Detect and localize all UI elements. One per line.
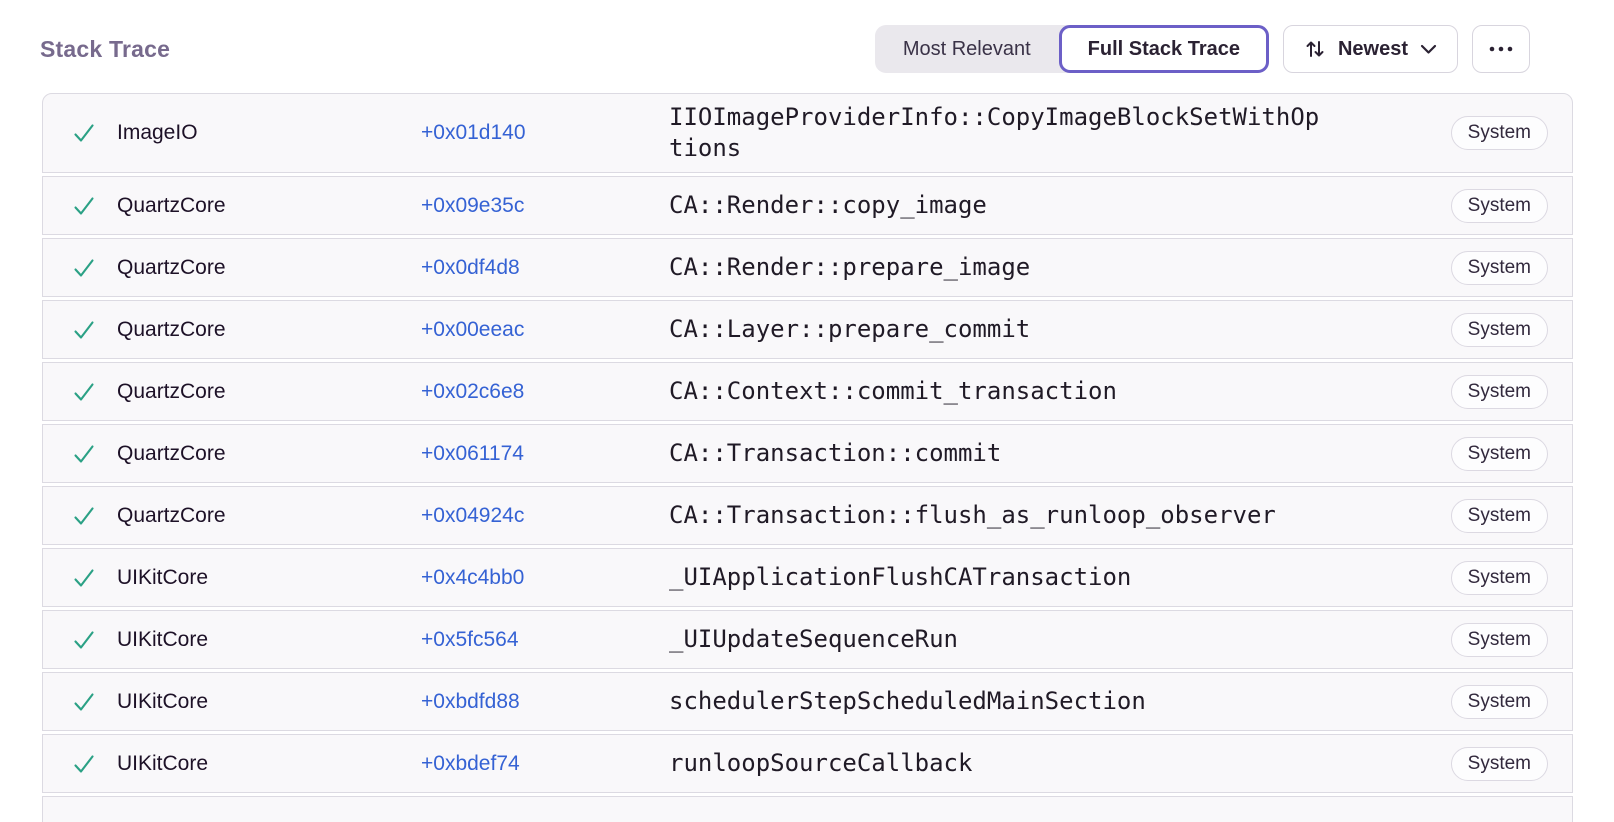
frame-address-link[interactable]: +0x5fc564 <box>421 627 519 651</box>
frame-address-link[interactable]: +0x0df4d8 <box>421 255 520 279</box>
more-options-button[interactable] <box>1472 25 1530 73</box>
frame-function: runloopSourceCallback <box>669 749 973 777</box>
frame-origin-badge: System <box>1450 188 1548 223</box>
check-icon <box>71 503 117 529</box>
chevron-down-icon <box>1420 44 1437 55</box>
frame-address-link[interactable]: +0x4c4bb0 <box>421 565 525 589</box>
sort-arrows-icon <box>1304 38 1326 60</box>
check-icon <box>71 255 117 281</box>
page-title: Stack Trace <box>40 35 171 62</box>
sort-button[interactable]: Newest <box>1282 25 1458 73</box>
table-row[interactable]: QuartzCore +0x09e35c CA::Render::copy_im… <box>42 176 1573 235</box>
frame-address-link[interactable]: +0x09e35c <box>421 193 525 217</box>
frame-origin-badge: System <box>1450 374 1548 409</box>
frame-address-link[interactable]: +0x061174 <box>421 441 524 465</box>
frame-function: _UIUpdateSequenceRun <box>669 625 958 653</box>
frame-module: QuartzCore <box>117 255 226 279</box>
frame-address-link[interactable]: +0x04924c <box>421 503 525 527</box>
frame-address-link[interactable]: +0x00eeac <box>421 317 525 341</box>
table-row[interactable]: UIKitCore +0x4c4bb0 _UIApplicationFlushC… <box>42 548 1573 607</box>
toggle-most-relevant[interactable]: Most Relevant <box>875 25 1059 73</box>
frame-module: UIKitCore <box>117 565 209 589</box>
check-icon <box>71 751 117 777</box>
table-row-partial <box>42 796 1573 822</box>
frame-function: schedulerStepScheduledMainSection <box>669 687 1146 715</box>
header-controls: Most Relevant Full Stack Trace Newest <box>874 25 1530 73</box>
frame-function: _UIApplicationFlushCATransaction <box>669 563 1132 591</box>
frame-module: QuartzCore <box>117 379 226 403</box>
frame-function: CA::Transaction::commit <box>669 439 1002 467</box>
frame-origin-badge: System <box>1450 560 1548 595</box>
frame-origin-badge: System <box>1450 116 1548 150</box>
frame-address-link[interactable]: +0xbdfd88 <box>421 689 520 713</box>
table-row[interactable]: QuartzCore +0x04924c CA::Transaction::fl… <box>42 486 1573 545</box>
frame-module: UIKitCore <box>117 689 209 713</box>
frame-origin-badge: System <box>1450 312 1548 347</box>
frame-function: CA::Context::commit_transaction <box>669 377 1117 405</box>
stack-trace-header: Stack Trace Most Relevant Full Stack Tra… <box>40 24 1530 74</box>
frame-origin-badge: System <box>1450 250 1548 285</box>
frame-module: UIKitCore <box>117 751 209 775</box>
frame-origin-badge: System <box>1450 684 1548 719</box>
frame-origin-badge: System <box>1450 746 1548 781</box>
check-icon <box>71 379 117 405</box>
frame-origin-badge: System <box>1450 498 1548 533</box>
frame-address-link[interactable]: +0x01d140 <box>421 121 526 144</box>
frame-origin-badge: System <box>1450 436 1548 471</box>
frame-function: CA::Transaction::flush_as_runloop_observ… <box>669 501 1276 529</box>
stack-trace-list: ImageIO +0x01d140 IIOImageProviderInfo::… <box>42 93 1573 822</box>
frame-address-link[interactable]: +0xbdef74 <box>421 751 520 775</box>
frame-function: IIOImageProviderInfo::CopyImageBlockSetW… <box>669 103 1320 162</box>
frame-module: UIKitCore <box>117 627 209 651</box>
toggle-full-stack-trace[interactable]: Full Stack Trace <box>1058 25 1269 73</box>
check-icon <box>71 627 117 653</box>
frame-module: ImageIO <box>117 121 198 144</box>
frame-function: CA::Render::prepare_image <box>669 253 1031 281</box>
check-icon <box>71 441 117 467</box>
table-row[interactable]: UIKitCore +0x5fc564 _UIUpdateSequenceRun… <box>42 610 1573 669</box>
table-row[interactable]: QuartzCore +0x0df4d8 CA::Render::prepare… <box>42 238 1573 297</box>
table-row[interactable]: UIKitCore +0xbdfd88 schedulerStepSchedul… <box>42 672 1573 731</box>
check-icon <box>71 317 117 343</box>
sort-button-label: Newest <box>1337 37 1408 60</box>
frame-function: CA::Layer::prepare_commit <box>669 315 1031 343</box>
check-icon <box>71 565 117 591</box>
frame-address-link[interactable]: +0x02c6e8 <box>421 379 525 403</box>
frame-module: QuartzCore <box>117 193 226 217</box>
frame-function: CA::Render::copy_image <box>669 191 987 219</box>
view-toggle: Most Relevant Full Stack Trace <box>874 25 1269 73</box>
table-row[interactable]: QuartzCore +0x061174 CA::Transaction::co… <box>42 424 1573 483</box>
table-row[interactable]: QuartzCore +0x02c6e8 CA::Context::commit… <box>42 362 1573 421</box>
check-icon <box>71 120 117 146</box>
check-icon <box>71 689 117 715</box>
table-row[interactable]: ImageIO +0x01d140 IIOImageProviderInfo::… <box>42 93 1573 173</box>
check-icon <box>71 193 117 219</box>
ellipsis-icon <box>1488 45 1514 53</box>
frame-module: QuartzCore <box>117 317 226 341</box>
table-row[interactable]: QuartzCore +0x00eeac CA::Layer::prepare_… <box>42 300 1573 359</box>
frame-module: QuartzCore <box>117 503 226 527</box>
table-row[interactable]: UIKitCore +0xbdef74 runloopSourceCallbac… <box>42 734 1573 793</box>
frame-origin-badge: System <box>1450 622 1548 657</box>
frame-module: QuartzCore <box>117 441 226 465</box>
